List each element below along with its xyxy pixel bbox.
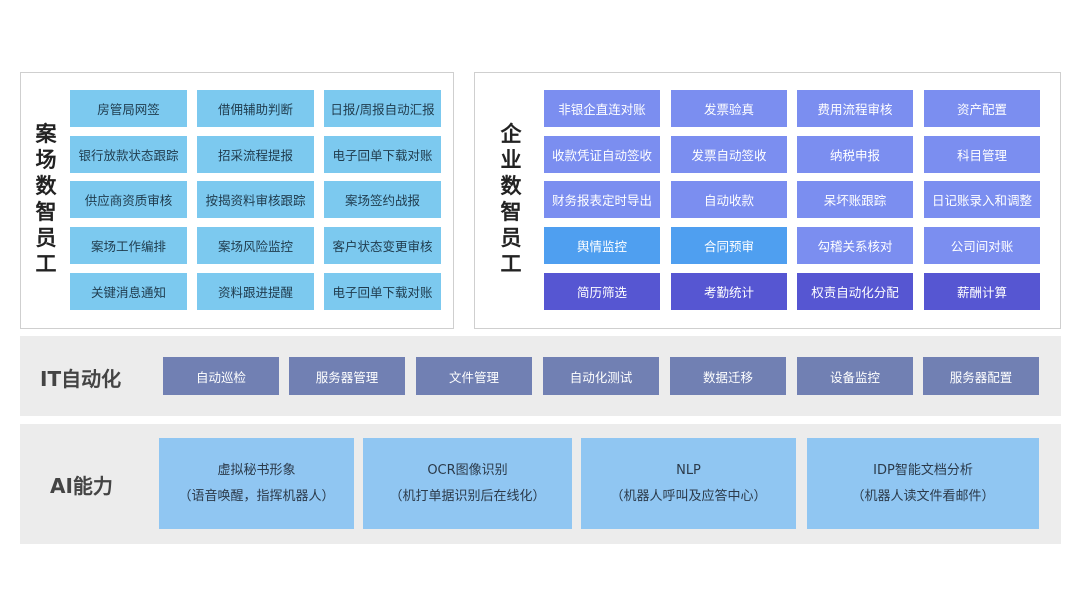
enterprise-staff-item: 公司间对账 xyxy=(924,227,1040,264)
it-automation-item: 文件管理 xyxy=(416,357,532,395)
it-automation-item: 服务器配置 xyxy=(923,357,1039,395)
case-staff-item: 银行放款状态跟踪 xyxy=(70,136,187,173)
it-automation-item: 数据迁移 xyxy=(670,357,786,395)
it-automation-band: IT自动化 自动巡检服务器管理文件管理自动化测试数据迁移设备监控服务器配置 xyxy=(20,336,1061,416)
ai-capability-item: NLP （机器人呼叫及应答中心） xyxy=(581,438,796,529)
case-staff-item: 日报/周报自动汇报 xyxy=(324,90,441,127)
ai-capability-name: NLP xyxy=(676,462,701,478)
enterprise-staff-item: 权责自动化分配 xyxy=(797,273,913,310)
enterprise-staff-item: 勾稽关系核对 xyxy=(797,227,913,264)
enterprise-staff-item: 费用流程审核 xyxy=(797,90,913,127)
ai-capability-desc: （机器人读文件看邮件） xyxy=(851,488,995,504)
case-staff-item: 房管局网签 xyxy=(70,90,187,127)
enterprise-staff-item: 资产配置 xyxy=(924,90,1040,127)
ai-capability-item: IDP智能文档分析 （机器人读文件看邮件） xyxy=(807,438,1039,529)
case-staff-item: 电子回单下载对账 xyxy=(324,273,441,310)
it-automation-title: IT自动化 xyxy=(40,367,122,391)
case-staff-item: 借佣辅助判断 xyxy=(197,90,314,127)
enterprise-staff-item: 舆情监控 xyxy=(544,227,660,264)
ai-capability-desc: （机器人呼叫及应答中心） xyxy=(610,488,767,504)
it-automation-item: 设备监控 xyxy=(797,357,913,395)
ai-capability-name: 虚拟秘书形象 xyxy=(217,462,296,478)
it-automation-item: 自动巡检 xyxy=(163,357,279,395)
case-staff-item: 客户状态变更审核 xyxy=(324,227,441,264)
case-staff-item: 案场风险监控 xyxy=(197,227,314,264)
enterprise-staff-item: 收款凭证自动签收 xyxy=(544,136,660,173)
enterprise-staff-item: 简历筛选 xyxy=(544,273,660,310)
ai-capability-desc: （语音唤醒，指挥机器人） xyxy=(178,488,335,504)
case-staff-item: 资料跟进提醒 xyxy=(197,273,314,310)
case-staff-item: 案场工作编排 xyxy=(70,227,187,264)
ai-capability-desc: （机打单据识别后在线化） xyxy=(389,488,546,504)
case-staff-item: 供应商资质审核 xyxy=(70,181,187,218)
enterprise-staff-item: 自动收款 xyxy=(671,181,787,218)
case-staff-item: 电子回单下载对账 xyxy=(324,136,441,173)
ai-capability-title: AI能力 xyxy=(50,474,113,498)
ai-capability-band: AI能力 虚拟秘书形象 （语音唤醒，指挥机器人） OCR图像识别 （机打单据识别后在线… xyxy=(20,424,1061,544)
enterprise-staff-item: 发票自动签收 xyxy=(671,136,787,173)
ai-capability-item: 虚拟秘书形象 （语音唤醒，指挥机器人） xyxy=(159,438,354,529)
enterprise-staff-panel: 企业数智员工 非银企直连对账发票验真费用流程审核资产配置收款凭证自动签收发票自动… xyxy=(474,72,1061,329)
case-staff-item: 招采流程提报 xyxy=(197,136,314,173)
ai-capability-name: IDP智能文档分析 xyxy=(873,462,973,478)
ai-capability-name: OCR图像识别 xyxy=(427,462,508,478)
enterprise-staff-item: 日记账录入和调整 xyxy=(924,181,1040,218)
enterprise-staff-item: 非银企直连对账 xyxy=(544,90,660,127)
ai-capability-item: OCR图像识别 （机打单据识别后在线化） xyxy=(363,438,572,529)
it-automation-item: 自动化测试 xyxy=(543,357,659,395)
case-staff-title: 案场数智员工 xyxy=(35,122,57,276)
enterprise-staff-item: 考勤统计 xyxy=(671,273,787,310)
enterprise-staff-item: 科目管理 xyxy=(924,136,1040,173)
enterprise-staff-title: 企业数智员工 xyxy=(500,122,522,276)
case-staff-item: 关键消息通知 xyxy=(70,273,187,310)
enterprise-staff-item: 财务报表定时导出 xyxy=(544,181,660,218)
enterprise-staff-item: 薪酬计算 xyxy=(924,273,1040,310)
it-automation-item: 服务器管理 xyxy=(289,357,405,395)
enterprise-staff-item: 纳税申报 xyxy=(797,136,913,173)
enterprise-staff-item: 合同预审 xyxy=(671,227,787,264)
case-staff-panel: 案场数智员工 房管局网签借佣辅助判断日报/周报自动汇报银行放款状态跟踪招采流程提… xyxy=(20,72,454,329)
case-staff-item: 案场签约战报 xyxy=(324,181,441,218)
enterprise-staff-item: 呆坏账跟踪 xyxy=(797,181,913,218)
enterprise-staff-item: 发票验真 xyxy=(671,90,787,127)
case-staff-item: 按揭资料审核跟踪 xyxy=(197,181,314,218)
